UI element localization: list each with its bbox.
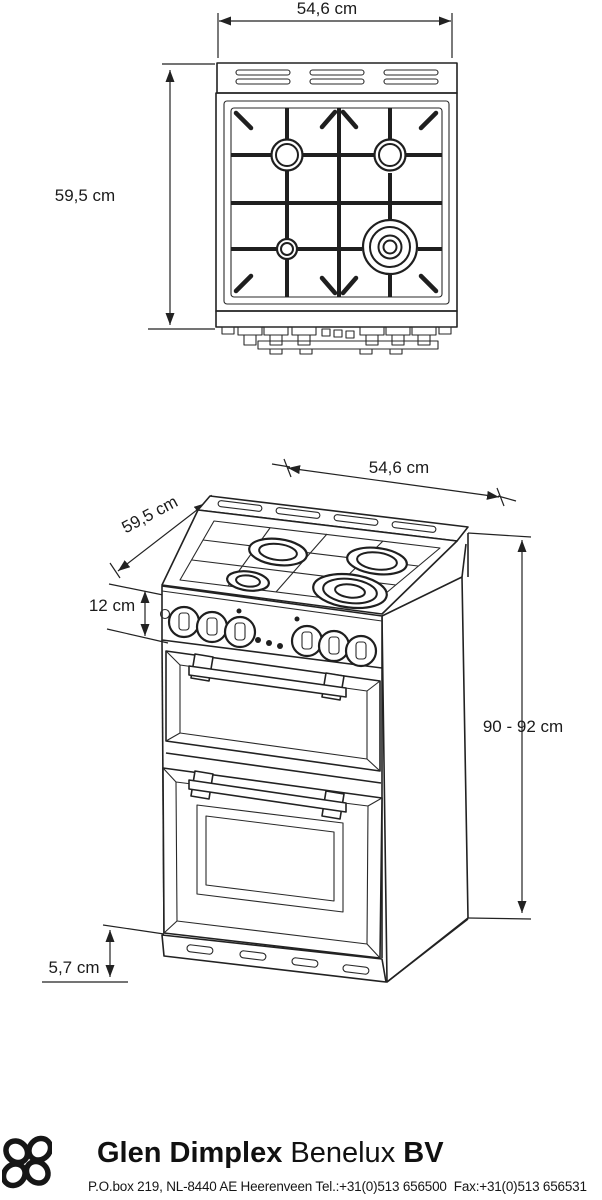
- front-width-dimension: [271, 458, 517, 507]
- overall-height-dimension: [467, 532, 532, 920]
- control-knob: [344, 634, 378, 668]
- burner-bottom-left-small: [275, 237, 299, 261]
- control-knob: [167, 605, 201, 639]
- control-knob: [223, 615, 257, 649]
- control-knob: [317, 629, 351, 663]
- burners-perspective: [226, 537, 408, 610]
- top-view-width-label: 54,6 cm: [296, 0, 358, 18]
- hob-surface-perspective: [161, 509, 458, 615]
- vent-strip-top: [216, 62, 458, 94]
- top-view-depth-dimension: [148, 63, 215, 330]
- panel-height-label: 12 cm: [88, 596, 136, 615]
- top-view-width-dimension: [217, 13, 453, 58]
- control-panel: [159, 585, 383, 669]
- cooker-front-view: [42, 458, 532, 983]
- brand-name: Glen Dimplex Benelux BV: [97, 1136, 444, 1170]
- lower-oven-door: [162, 767, 383, 959]
- burner-top-right: [373, 138, 407, 172]
- brand-secondary: Benelux: [290, 1137, 396, 1169]
- plinth-height-label: 5,7 cm: [48, 958, 100, 977]
- burner-bottom-right-wok: [361, 218, 419, 276]
- plinth-height-dimension: [42, 924, 165, 983]
- top-view-depth-label: 59,5 cm: [54, 186, 116, 205]
- lower-door-handle: [188, 770, 347, 820]
- overall-height-label: 90 - 92 cm: [482, 717, 564, 736]
- front-width-label: 54,6 cm: [368, 458, 430, 477]
- burner-top-left: [270, 138, 304, 172]
- footer-address: P.O.box 219, NL-8440 AE Heerenveen Tel.:…: [88, 1179, 587, 1194]
- side-panel: [381, 533, 469, 983]
- control-knob: [290, 624, 324, 658]
- glen-dimplex-logo-icon: [2, 1135, 52, 1189]
- hob-top-view: [148, 13, 458, 355]
- oven-door-window: [196, 804, 344, 913]
- pan-support-grid: [231, 108, 442, 297]
- panel-height-dimension: [106, 583, 169, 644]
- upper-door-handle: [188, 653, 347, 701]
- control-knobs-top-profile: [215, 310, 458, 355]
- plinth: [161, 918, 469, 983]
- brand-primary: Glen Dimplex: [97, 1137, 283, 1169]
- upper-oven-door: [165, 650, 381, 772]
- control-knob: [195, 610, 229, 644]
- brand-suffix: BV: [403, 1137, 444, 1169]
